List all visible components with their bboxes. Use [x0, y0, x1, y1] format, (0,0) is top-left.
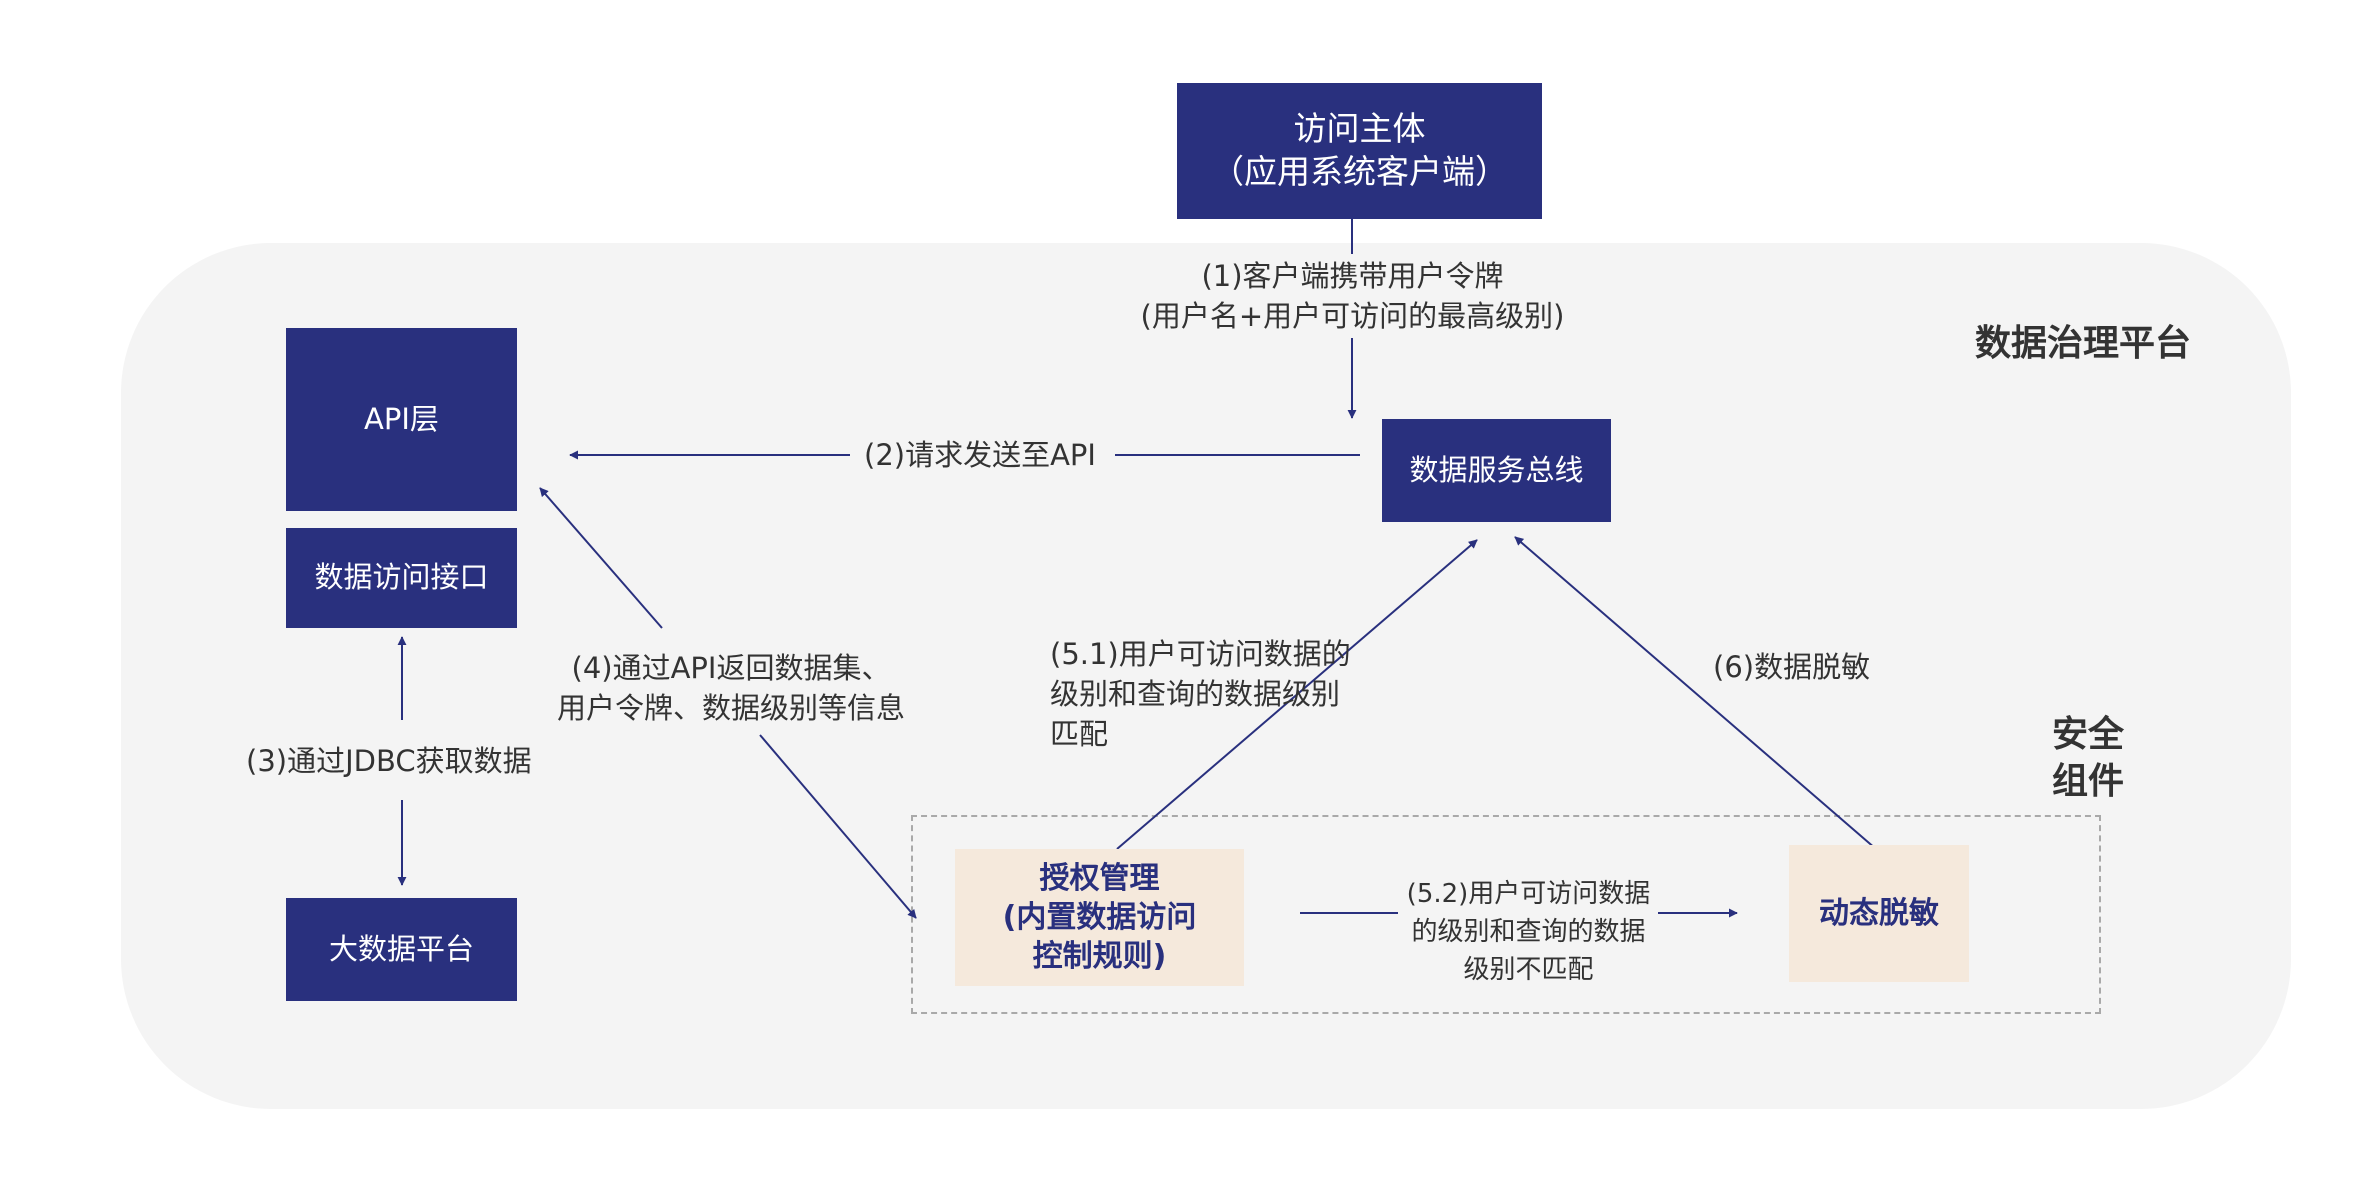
step-2-label: (2)请求发送至API — [864, 438, 1096, 472]
dynamic-masking-box: 动态脱敏 — [1789, 845, 1969, 982]
api-layer-label: API层 — [364, 401, 439, 436]
client-label: 访问主体 （应用系统客户端） — [1211, 109, 1508, 191]
auth-management-label: 授权管理 (内置数据访问 控制规则) — [1002, 861, 1197, 974]
arrow-auth-to-bus — [1116, 539, 1478, 850]
step-3-label: (3)通过JDBC获取数据 — [246, 744, 532, 778]
api-layer-box: API层 — [286, 328, 517, 511]
dynamic-masking-label: 动态脱敏 — [1819, 896, 1939, 931]
arrow-return-to-auth — [759, 734, 917, 919]
step-6-label: (6)数据脱敏 — [1713, 650, 1871, 684]
data-access-interface-label: 数据访问接口 — [314, 560, 489, 595]
arrow-return-to-api — [539, 487, 663, 629]
platform-title: 数据治理平台 — [1975, 323, 2192, 364]
data-access-interface-box: 数据访问接口 — [286, 528, 517, 628]
big-data-platform-box: 大数据平台 — [286, 898, 517, 1001]
big-data-platform-label: 大数据平台 — [328, 931, 474, 966]
step-1-label: (1)客户端携带用户令牌 (用户名+用户可访问的最高级别) — [1140, 259, 1565, 333]
security-component-title: 安全 组件 — [2051, 714, 2124, 802]
arrow-masking-to-bus — [1514, 536, 1877, 850]
data-service-bus-label: 数据服务总线 — [1409, 452, 1584, 487]
auth-management-box: 授权管理 (内置数据访问 控制规则) — [955, 849, 1244, 986]
data-service-bus-box: 数据服务总线 — [1382, 419, 1611, 522]
step-5-2-label: (5.2)用户可访问数据 的级别和查询的数据 级别不匹配 — [1406, 879, 1651, 985]
step-5-1-label: (5.1)用户可访问数据的 级别和查询的数据级别 匹配 — [1050, 637, 1351, 751]
step-4-label: (4)通过API返回数据集、 用户令牌、数据级别等信息 — [556, 651, 905, 725]
client-box: 访问主体 （应用系统客户端） — [1177, 83, 1542, 219]
